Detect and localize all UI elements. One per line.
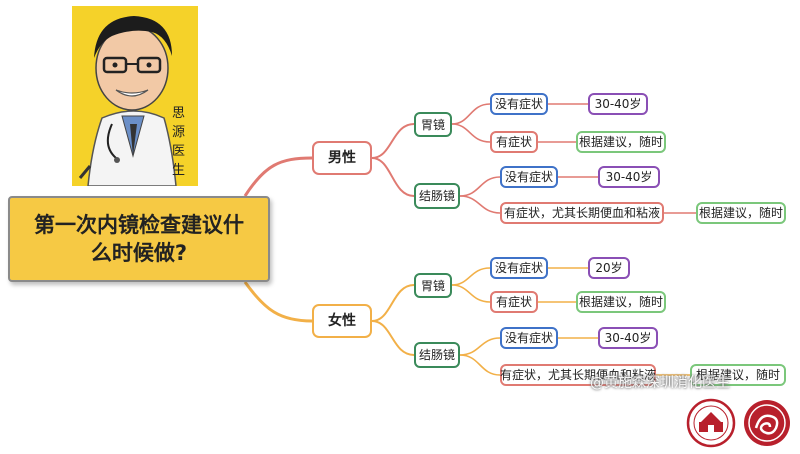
connector-root-female [243,281,313,323]
connector-f-g-1 [451,267,491,286]
connector-root-male [243,156,313,197]
female-gastro-symptomatic: 有症状 [490,291,538,313]
connector-m-c-2 [459,195,501,214]
male-gastro-asymptomatic-result: 30-40岁 [588,93,648,115]
female-colon-symptomatic: 有症状，尤其长期便血和粘液 [500,364,656,386]
root-node-title: 第一次内镜检查建议什么时候做? [8,196,270,282]
female-colon-asymptomatic-result: 30-40岁 [598,327,658,349]
connector-f-c-1 [459,337,501,356]
doctor-avatar: 思源医生 [72,6,198,186]
branch-female: 女性 [312,304,372,338]
female-gastro-asymptomatic-result: 20岁 [588,257,630,279]
connector-male-colonoscope [371,157,415,197]
female-colonoscope-node: 结肠镜 [414,342,460,368]
connector-m-g-2 [451,123,491,143]
connector-m-g-1 [451,103,491,125]
female-colon-asymptomatic: 没有症状 [500,327,558,349]
female-gastro-symptomatic-result: 根据建议，随时 [576,291,666,313]
connector-f-c-2 [459,354,501,376]
branch-male: 男性 [312,141,372,175]
connector-female-gastroscope [371,284,415,322]
doctor-caricature-image [78,16,177,186]
male-colonoscope-node: 结肠镜 [414,183,460,209]
connector-male-gastroscope [371,123,415,159]
male-gastroscope-node: 胃镜 [414,112,452,137]
male-colon-asymptomatic-result: 30-40岁 [598,166,660,188]
connector-female-colonoscope [371,320,415,356]
connector-m-c-1 [459,176,501,197]
hospital-emblem-icon [744,400,790,446]
weibo-watermark: @黄施森深圳消化医生 [590,375,730,391]
male-colon-asymptomatic: 没有症状 [500,166,558,188]
male-colon-symptomatic-result: 根据建议，随时 [696,202,786,224]
female-gastroscope-node: 胃镜 [414,273,452,298]
doctor-signature: 思源医生 [172,106,186,178]
male-colon-symptomatic: 有症状，尤其长期便血和粘液 [500,202,664,224]
male-gastro-symptomatic: 有症状 [490,131,538,153]
female-colon-symptomatic-result: 根据建议，随时 [690,364,786,386]
male-gastro-symptomatic-result: 根据建议，随时 [576,131,666,153]
male-gastro-asymptomatic: 没有症状 [490,93,548,115]
connector-f-g-2 [451,284,491,303]
hospital-seal-icon [686,398,736,448]
female-gastro-asymptomatic: 没有症状 [490,257,548,279]
